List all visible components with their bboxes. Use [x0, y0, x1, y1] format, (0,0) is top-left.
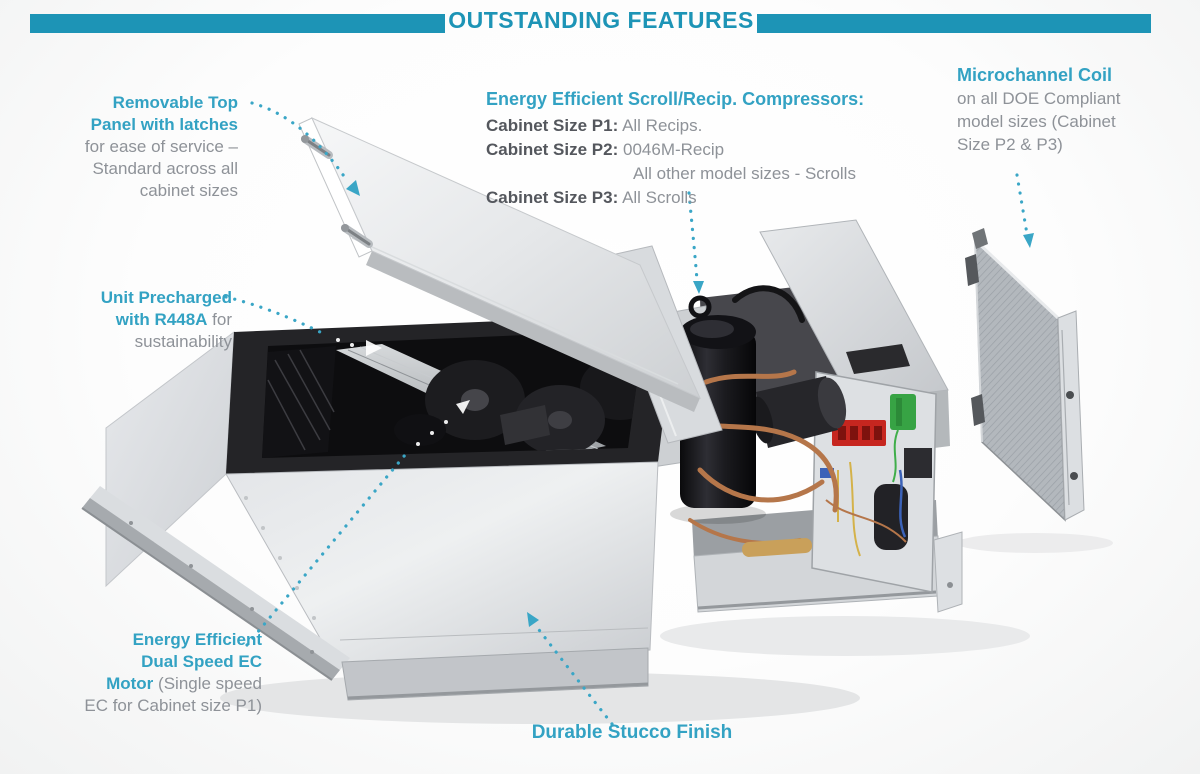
callout-ec-motor: Energy Efficient Dual Speed EC Motor (Si…	[30, 629, 262, 717]
arrow-compressor	[687, 191, 699, 282]
cabinet-interior	[262, 344, 644, 458]
base-skid	[341, 647, 649, 701]
callout-precharged-line3: sustainability	[134, 332, 232, 351]
banner-title: OUTSTANDING FEATURES	[448, 7, 754, 33]
arrow-microchannel	[1015, 173, 1029, 236]
callout-ec-motor-line2: Dual Speed EC	[141, 652, 262, 671]
callout-precharged-line2: with R448A for	[115, 310, 232, 329]
callout-ec-motor-line4: EC for Cabinet size P1)	[84, 696, 262, 715]
capacitor	[874, 484, 908, 550]
electrical-panel	[811, 371, 937, 593]
top-panel-assembly	[298, 117, 723, 444]
callout-compressors: Energy Efficient Scroll/Recip. Compresso…	[486, 87, 906, 210]
compressor-row-p1: Cabinet Size P1: All Recips.	[486, 116, 703, 135]
callout-removable-body-line2: Standard across all	[92, 159, 238, 178]
arrow-removable-top	[250, 101, 350, 184]
latch-pins	[301, 135, 373, 248]
callout-arrows	[224, 101, 1029, 726]
callout-removable-body-line1: for ease of service –	[84, 137, 238, 156]
compressor-row-p2-cont: All other model sizes - Scrolls	[633, 164, 856, 183]
callout-ec-motor-line3: Motor (Single speed	[106, 674, 262, 693]
microchannel-coil-panel	[965, 228, 1085, 522]
brass-accumulator	[742, 538, 813, 557]
stucco-front-face	[225, 461, 659, 667]
arrow-precharged	[224, 295, 326, 336]
callout-ec-motor-line1: Energy Efficient	[132, 630, 262, 649]
main-cabinet	[81, 314, 676, 701]
compressor-row-p3: Cabinet Size P3: All Scrolls	[486, 188, 697, 207]
callout-microchannel-line1: on all DOE Compliant	[957, 89, 1121, 108]
arrowheads	[336, 180, 1034, 627]
banner-bar-left	[30, 14, 445, 33]
callout-durable-title: Durable Stucco Finish	[531, 722, 733, 743]
compressor-bay	[645, 219, 963, 613]
callout-compressors-title: Energy Efficient Scroll/Recip. Compresso…	[486, 89, 865, 109]
compressor-row-p2: Cabinet Size P2: 0046M-Recip	[486, 140, 725, 159]
mounting-flange	[81, 486, 350, 681]
callout-removable-top: Removable Top Panel with latches for eas…	[40, 92, 238, 202]
callout-microchannel-title: Microchannel Coil	[957, 65, 1113, 85]
top-panel	[311, 117, 701, 399]
callout-microchannel-line3: Size P2 & P3)	[957, 135, 1063, 154]
green-component	[890, 394, 916, 430]
callout-removable-body-line3: cabinet sizes	[139, 181, 238, 200]
contactor	[904, 448, 932, 478]
arrow-durable	[534, 624, 614, 726]
banner-bar-right	[757, 14, 1151, 33]
callout-removable-title-line1: Removable Top	[112, 93, 238, 112]
callout-precharged-line1: Unit Precharged	[100, 288, 232, 307]
callout-durable: Durable Stucco Finish	[482, 722, 782, 744]
callout-precharged: Unit Precharged with R448A for sustainab…	[40, 287, 232, 353]
callout-microchannel: Microchannel Coil on all DOE Compliant m…	[957, 64, 1172, 156]
callout-microchannel-line2: model sizes (Cabinet	[957, 112, 1116, 131]
callout-removable-title-line2: Panel with latches	[90, 115, 238, 134]
